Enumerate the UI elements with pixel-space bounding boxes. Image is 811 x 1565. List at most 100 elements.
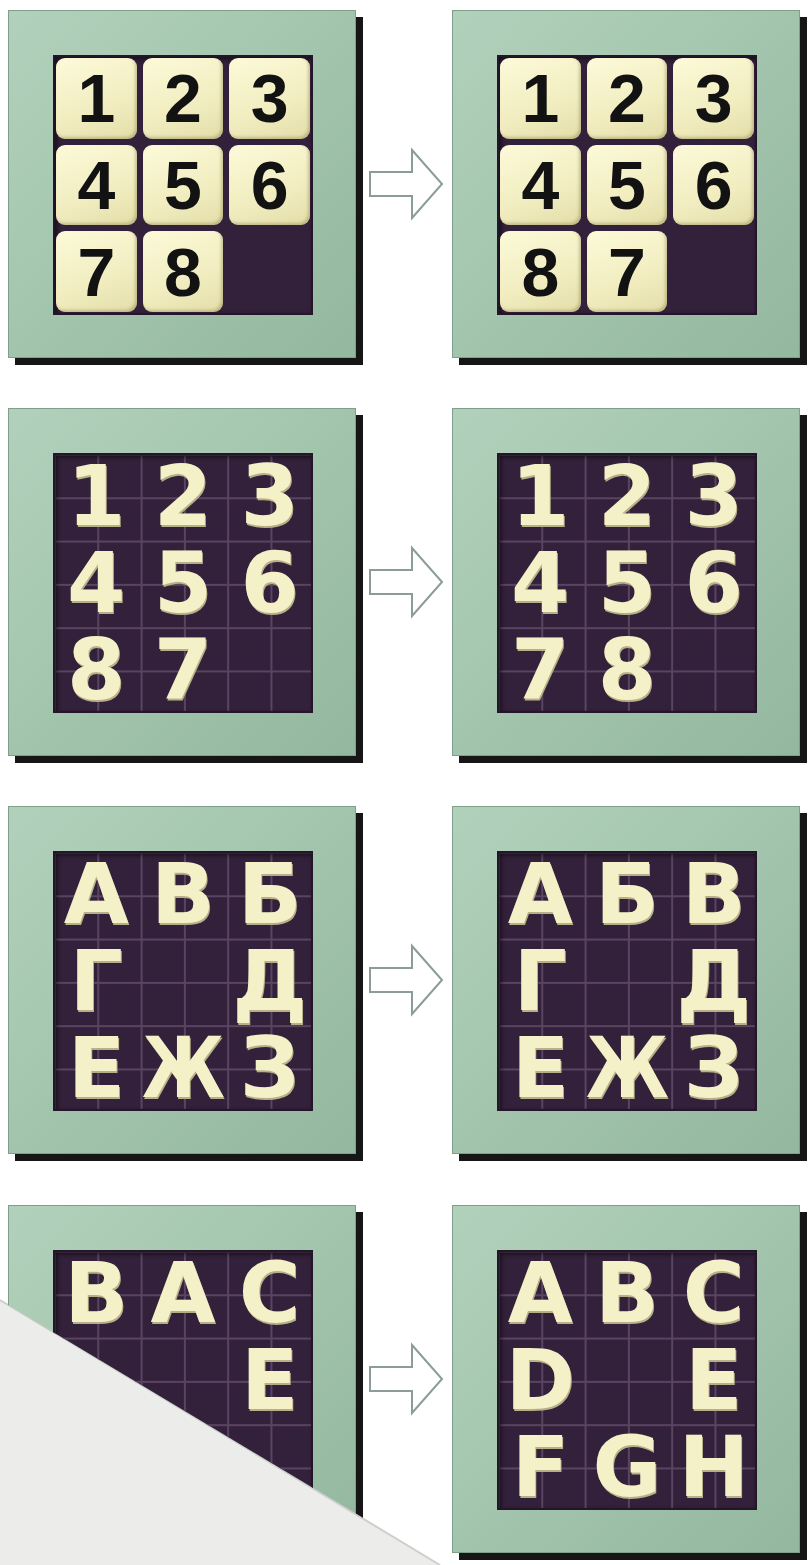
letter-piece: H	[670, 1423, 757, 1510]
tile-glyph: 2	[598, 454, 656, 538]
letter-piece: E	[226, 1337, 313, 1424]
letter-piece: Г	[497, 938, 584, 1025]
letter-piece: Д	[226, 938, 313, 1025]
tile-number: 8	[521, 238, 559, 306]
tile-number: 7	[77, 238, 115, 306]
letter-piece: A	[140, 1250, 227, 1337]
letter-piece: B	[53, 1250, 140, 1337]
letter-piece: 4	[53, 540, 140, 627]
letter-piece: Е	[53, 1024, 140, 1111]
tile-glyph: Г	[70, 939, 124, 1023]
tile-glyph: В	[151, 852, 215, 936]
tile-glyph: 8	[598, 628, 656, 712]
puzzle-tile: 5	[143, 145, 224, 226]
tile-glyph: Е	[512, 1026, 569, 1110]
tile-glyph: 2	[154, 454, 212, 538]
letter-piece: З	[226, 1024, 313, 1111]
tile-glyph: E	[241, 1338, 298, 1422]
tile-glyph: Б	[595, 852, 659, 936]
tile-glyph: 3	[240, 454, 298, 538]
transition-arrow	[370, 946, 442, 1014]
tile-number: 7	[608, 238, 646, 306]
letter-piece: А	[497, 851, 584, 938]
puzzle-tile: 5	[587, 145, 668, 226]
tile-glyph: 7	[154, 628, 212, 712]
tile-glyph: 1	[511, 454, 569, 538]
tile-number: 8	[164, 238, 202, 306]
tile-glyph: C	[239, 1251, 301, 1335]
tile-number: 6	[695, 151, 733, 219]
puzzle-tile: 2	[143, 58, 224, 139]
letter-piece: 6	[226, 540, 313, 627]
puzzle-board: АВБ Г Д ЕЖЗ	[8, 806, 356, 1154]
tile-glyph: Ж	[586, 1026, 669, 1110]
transition-arrow	[370, 1345, 442, 1413]
puzzle-tile: 3	[229, 58, 310, 139]
letter-piece: E	[670, 1337, 757, 1424]
transition-arrow	[370, 150, 442, 218]
tile-glyph: F	[512, 1425, 569, 1509]
tile-number: 4	[77, 151, 115, 219]
letter-piece: B	[584, 1250, 671, 1337]
tile-glyph: Б	[238, 852, 302, 936]
tile-number: 3	[695, 64, 733, 132]
letter-piece: 3	[670, 453, 757, 540]
tile-glyph: G	[593, 1425, 662, 1509]
letter-piece: 6	[670, 540, 757, 627]
puzzle-tile: 1	[56, 58, 137, 139]
letter-piece: 8	[584, 626, 671, 713]
tile-glyph: 6	[684, 541, 742, 625]
puzzle-board: 123 456 87	[452, 10, 800, 358]
tile-glyph: A	[150, 1251, 215, 1335]
puzzle-tile: 6	[673, 145, 754, 226]
tile-glyph: Д	[232, 939, 307, 1023]
letter-piece: 5	[140, 540, 227, 627]
tile-glyph: 8	[67, 628, 125, 712]
letter-piece: G	[584, 1423, 671, 1510]
tile-number: 1	[521, 64, 559, 132]
puzzle-board: 123456 78	[452, 408, 800, 756]
letter-piece: A	[497, 1250, 584, 1337]
tile-glyph: 4	[67, 541, 125, 625]
puzzle-tile: 7	[587, 231, 668, 312]
letter-piece: А	[53, 851, 140, 938]
puzzle-board: 123 456 78	[8, 10, 356, 358]
tile-number: 5	[164, 151, 202, 219]
letter-piece: 1	[53, 453, 140, 540]
letter-piece: Е	[497, 1024, 584, 1111]
tile-number: 2	[608, 64, 646, 132]
letter-piece: 2	[140, 453, 227, 540]
letter-piece: 7	[140, 626, 227, 713]
tile-glyph: 7	[511, 628, 569, 712]
tile-glyph: E	[685, 1338, 742, 1422]
tile-glyph: 5	[598, 541, 656, 625]
puzzle-tile: 8	[500, 231, 581, 312]
letter-piece: Г	[53, 938, 140, 1025]
letter-piece: F	[497, 1423, 584, 1510]
letter-piece: 4	[497, 540, 584, 627]
tile-number: 6	[251, 151, 289, 219]
puzzle-tile: 4	[56, 145, 137, 226]
tile-glyph: З	[240, 1026, 300, 1110]
tile-number: 4	[521, 151, 559, 219]
tile-glyph: 5	[154, 541, 212, 625]
tile-glyph: З	[684, 1026, 744, 1110]
letter-piece: C	[670, 1250, 757, 1337]
letter-piece: Б	[584, 851, 671, 938]
puzzle-board: 123 456 87	[8, 408, 356, 756]
letter-piece: В	[140, 851, 227, 938]
tile-glyph: 6	[240, 541, 298, 625]
letter-piece: Д	[670, 938, 757, 1025]
tile-glyph: Д	[676, 939, 751, 1023]
puzzle-board: АБВГДЕЖЗ	[452, 806, 800, 1154]
puzzle-tile: 4	[500, 145, 581, 226]
puzzle-board: BACE	[8, 1205, 356, 1553]
puzzle-tile: 7	[56, 231, 137, 312]
tile-glyph: A	[508, 1251, 573, 1335]
tile-number: 3	[251, 64, 289, 132]
tile-number: 5	[608, 151, 646, 219]
tile-number: 2	[164, 64, 202, 132]
puzzle-tile: 8	[143, 231, 224, 312]
letter-piece: Ж	[140, 1024, 227, 1111]
